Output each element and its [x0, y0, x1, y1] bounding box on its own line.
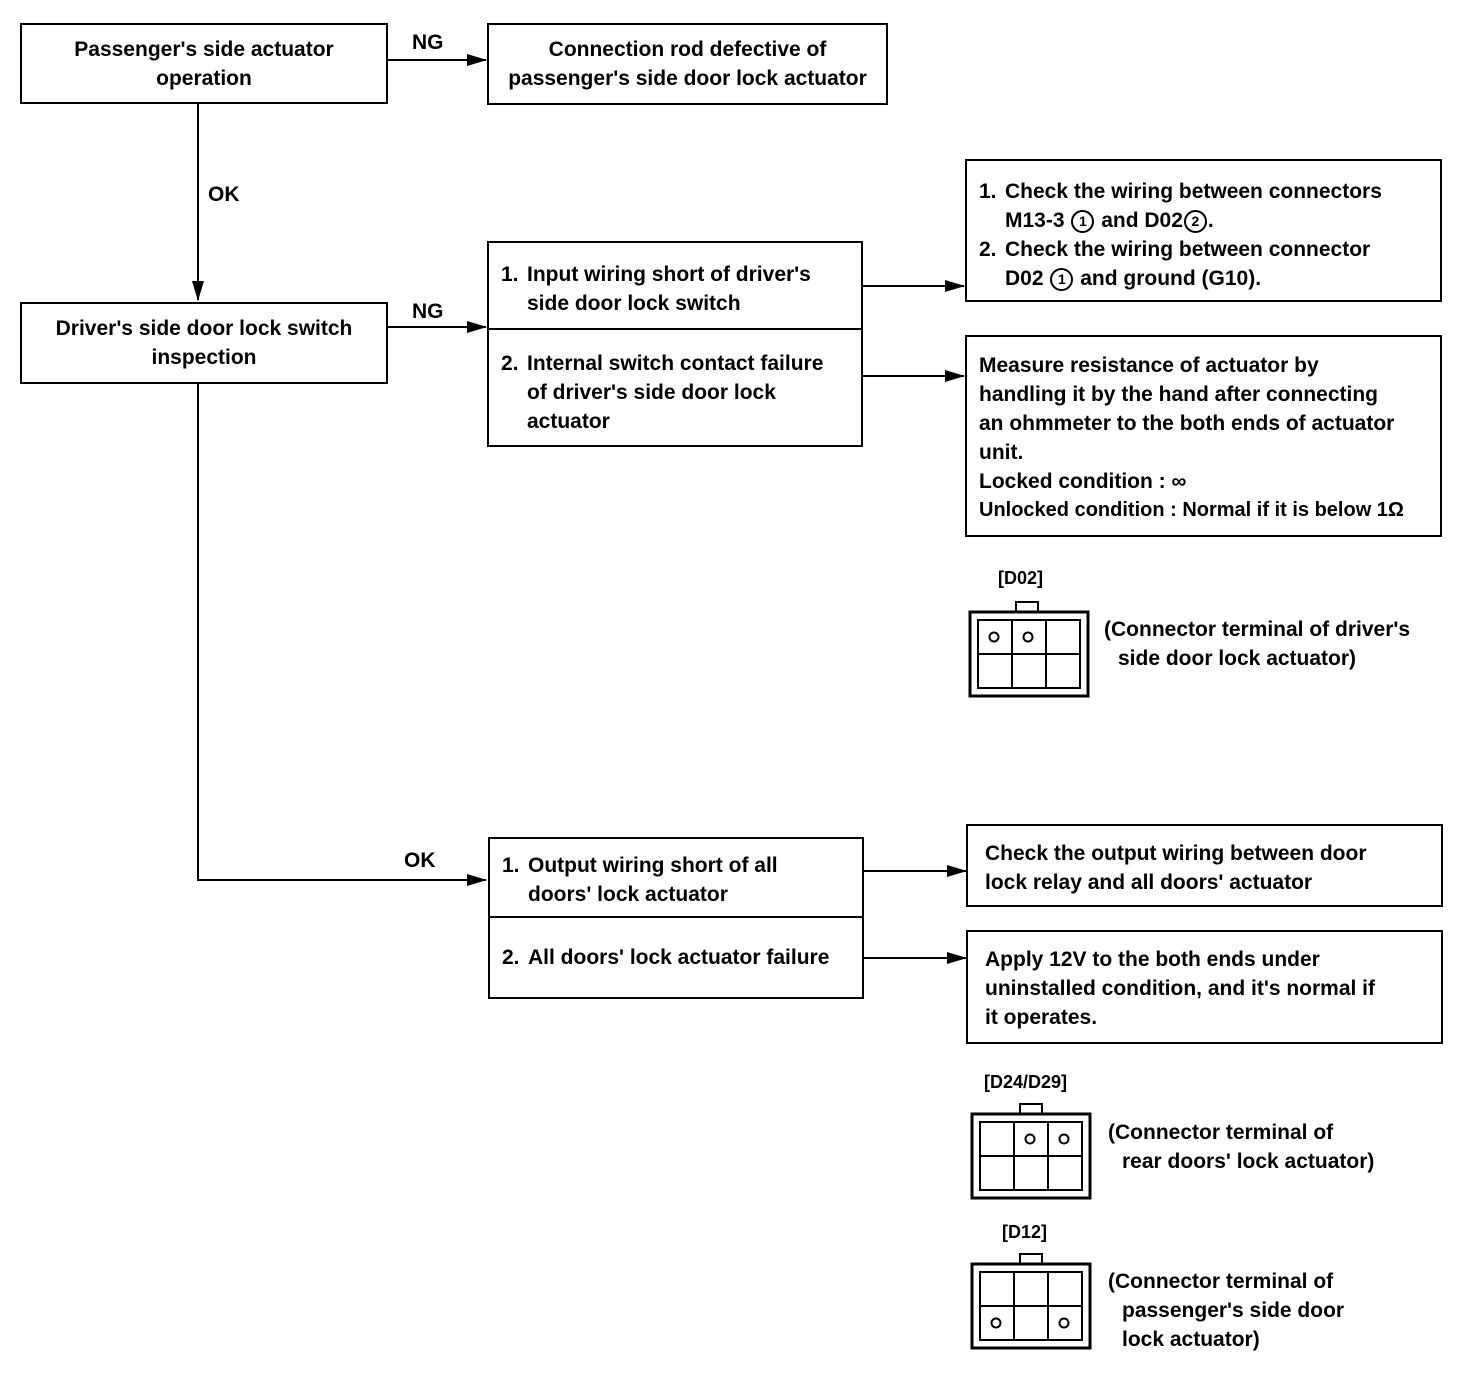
box-text: Connection rod defective of: [548, 38, 827, 61]
terminal-cavity: [1047, 1155, 1083, 1191]
item-text: All doors' lock actuator failure: [528, 946, 830, 969]
item-number: 2.: [502, 946, 520, 969]
connector-caption: (Connector terminal of driver's side doo…: [1104, 615, 1410, 673]
measure-text: handling it by the hand after connecting: [979, 383, 1379, 406]
measure-text: Measure resistance of actuator by: [979, 354, 1319, 377]
cause-cell: 2. All doors' lock actuator failure: [490, 918, 862, 997]
terminal-cavity: [977, 653, 1013, 689]
wiring-check-box: 1. Check the wiring between connectors M…: [965, 159, 1442, 302]
measure-resistance-box: Measure resistance of actuator by handli…: [965, 335, 1442, 537]
connector-d24-d29-icon: [970, 1103, 1092, 1200]
box-text: lock relay and all doors' actuator: [985, 871, 1313, 894]
box-text: Check the output wiring between door: [985, 842, 1367, 865]
caption-text: lock actuator): [1122, 1328, 1260, 1351]
terminal-cavity: [979, 1305, 1015, 1341]
item-text: Input wiring short of driver's: [527, 263, 811, 286]
connector-d12-icon: [970, 1253, 1092, 1350]
terminal-cavity: [1047, 1271, 1083, 1307]
terminal-number: 1: [1050, 268, 1074, 291]
terminal-cavity: [1011, 653, 1047, 689]
terminal-pin: [988, 631, 1000, 643]
edge-label-ng: NG: [412, 31, 444, 54]
terminal-pin: [1024, 1133, 1036, 1145]
item-text: Internal switch contact failure: [527, 352, 824, 375]
caption-text: passenger's side door: [1122, 1299, 1345, 1322]
item-number: 2.: [979, 238, 997, 261]
item-text: .: [1207, 209, 1214, 232]
connector-title: [D12]: [1002, 1222, 1048, 1242]
terminal-cavity: [979, 1271, 1015, 1307]
box-text: Passenger's side actuator: [74, 37, 334, 61]
terminal-pin: [1058, 1317, 1070, 1329]
measure-text: unit.: [979, 441, 1024, 464]
caption-text: side door lock actuator): [1118, 647, 1357, 670]
box-text: it operates.: [985, 1006, 1098, 1029]
connector-caption: (Connector terminal of rear doors' lock …: [1108, 1118, 1374, 1176]
terminal-pin: [1022, 631, 1034, 643]
connector-grid: [979, 1121, 1083, 1191]
item-text: Check the wiring between connectors: [1005, 180, 1382, 203]
caption-text: (Connector terminal of: [1108, 1121, 1334, 1144]
terminal-cavity: [1047, 1305, 1083, 1341]
box-text: operation: [156, 66, 252, 90]
locked-condition-text: Locked condition : ∞: [979, 470, 1187, 493]
item-number: 1.: [501, 263, 519, 286]
box-text: inspection: [151, 346, 257, 369]
terminal-cavity: [1013, 1305, 1049, 1341]
box-text: Apply 12V to the both ends under: [985, 948, 1320, 971]
caption-text: (Connector terminal of: [1108, 1270, 1334, 1293]
cause-cell: 2. Internal switch contact failure of dr…: [489, 330, 861, 445]
terminal-number: 2: [1183, 210, 1207, 233]
cause-cell: 1. Output wiring short of all doors' loc…: [490, 839, 862, 918]
ng-causes-box: 1. Input wiring short of driver's side d…: [487, 241, 863, 447]
passenger-actuator-operation-box: Passenger's side actuator operation: [20, 23, 388, 104]
connector-grid: [977, 619, 1081, 689]
item-text: and ground (G10).: [1080, 267, 1262, 290]
caption-text: (Connector terminal of driver's: [1104, 618, 1411, 641]
item-number: 1.: [502, 854, 520, 877]
box-text: uninstalled condition, and it's normal i…: [985, 977, 1376, 1000]
terminal-pin: [1058, 1133, 1070, 1145]
connector-d02-icon: [968, 601, 1090, 698]
output-wiring-check-box: Check the output wiring between door loc…: [966, 824, 1443, 907]
measure-text: an ohmmeter to the both ends of actuator: [979, 412, 1395, 435]
terminal-cavity: [1013, 1271, 1049, 1307]
terminal-cavity: [979, 1155, 1015, 1191]
terminal-pin: [990, 1317, 1002, 1329]
terminal-cavity: [1045, 619, 1081, 655]
item-text: Check the wiring between connector: [1005, 238, 1371, 261]
box-text: passenger's side door lock actuator: [508, 67, 867, 90]
item-number: 1.: [979, 180, 997, 203]
arrow-ok-to-output-causes: [197, 384, 487, 886]
edge-label-ok: OK: [208, 183, 240, 206]
cause-cell: 1. Input wiring short of driver's side d…: [489, 243, 861, 330]
terminal-number: 1: [1071, 210, 1095, 233]
unlocked-condition-text: Unlocked condition : Normal if it is bel…: [979, 499, 1404, 521]
edge-label-ok: OK: [404, 849, 436, 872]
item-text: doors' lock actuator: [528, 883, 728, 906]
edge-label-ng: NG: [412, 300, 444, 323]
item-text: and D02: [1101, 209, 1183, 232]
item-text: M13-3: [1005, 209, 1065, 232]
driver-switch-inspection-box: Driver's side door lock switch inspectio…: [20, 302, 388, 384]
terminal-cavity: [979, 1121, 1015, 1157]
item-text: side door lock switch: [527, 292, 741, 315]
connector-caption: (Connector terminal of passenger's side …: [1108, 1267, 1344, 1354]
box-text: Driver's side door lock switch: [55, 317, 353, 340]
connector-grid: [979, 1271, 1083, 1341]
apply-12v-box: Apply 12V to the both ends under uninsta…: [966, 930, 1443, 1044]
item-text: Output wiring short of all: [528, 854, 778, 877]
terminal-cavity: [1045, 653, 1081, 689]
terminal-cavity: [1013, 1155, 1049, 1191]
item-text: D02: [1005, 267, 1044, 290]
caption-text: rear doors' lock actuator): [1122, 1150, 1375, 1173]
connection-rod-defective-box: Connection rod defective of passenger's …: [487, 23, 888, 105]
item-number: 2.: [501, 352, 519, 375]
connector-title: [D24/D29]: [984, 1072, 1068, 1092]
item-text: of driver's side door lock: [527, 381, 776, 404]
ok-causes-box: 1. Output wiring short of all doors' loc…: [488, 837, 864, 999]
connector-title: [D02]: [998, 568, 1044, 588]
item-text: actuator: [527, 410, 610, 433]
